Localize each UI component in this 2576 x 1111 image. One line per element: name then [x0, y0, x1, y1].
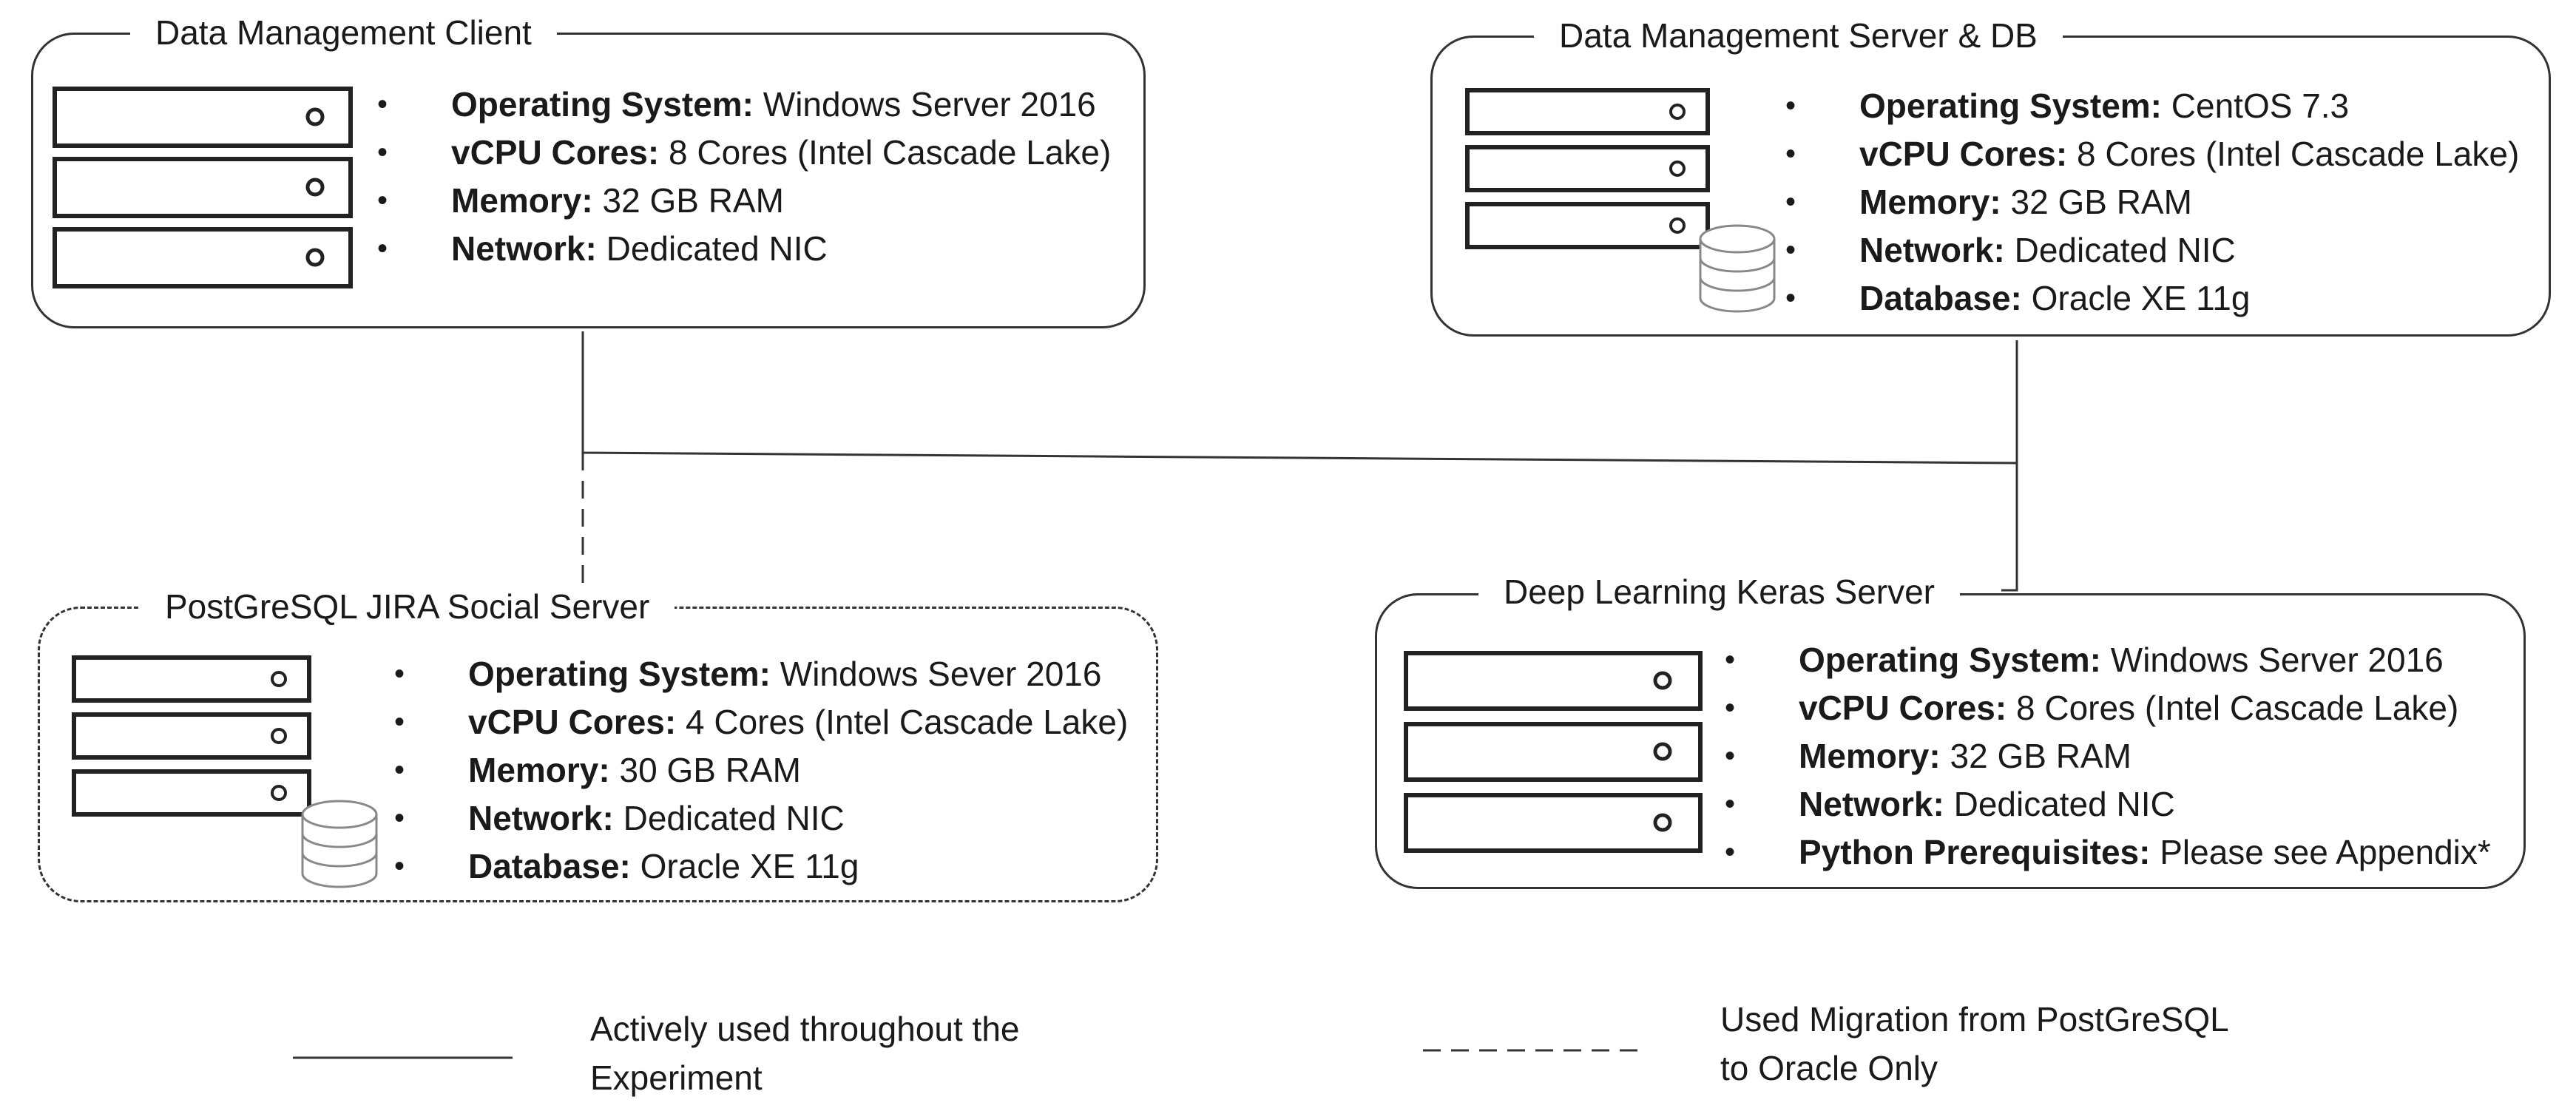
spec-item: vCPU Cores: 8 Cores (Intel Cascade Lake) [1725, 684, 2491, 732]
legend-solid-line2: Experiment [590, 1058, 763, 1097]
spec-key: Network: [1859, 231, 2005, 269]
spec-item: Operating System: Windows Server 2016 [377, 81, 1111, 129]
spec-key: vCPU Cores: [451, 133, 660, 172]
legend-solid-line1: Actively used throughout the [590, 1010, 1020, 1048]
spec-key: Python Prerequisites: [1799, 833, 2151, 871]
spec-item: Memory: 32 GB RAM [1785, 178, 2519, 226]
spec-item: Network: Dedicated NIC [394, 794, 1128, 842]
legend-dashed-line1: Used Migration from PostGreSQL [1720, 1000, 2229, 1039]
spec-item: Memory: 32 GB RAM [377, 177, 1111, 225]
postgresql-jira-server-box: Operating System: Windows Sever 2016 vCP… [38, 607, 1158, 902]
spec-value: 8 Cores (Intel Cascade Lake) [2007, 689, 2459, 727]
server-rack-icon [1404, 651, 1703, 853]
server-rack-icon [1465, 88, 1710, 249]
spec-key: vCPU Cores: [468, 703, 677, 741]
spec-item: Operating System: CentOS 7.3 [1785, 82, 2519, 130]
spec-key: Operating System: [1859, 87, 2162, 125]
spec-key: Network: [468, 799, 614, 837]
legend-solid-label: Actively used throughout the Experiment [590, 1004, 1019, 1102]
spec-value: Windows Server 2016 [754, 85, 1096, 124]
database-cylinder-icon [1699, 224, 1776, 313]
spec-item: Database: Oracle XE 11g [1785, 274, 2519, 323]
spec-key: vCPU Cores: [1799, 689, 2007, 727]
spec-value: 32 GB RAM [2001, 183, 2192, 221]
data-management-server-box: Operating System: CentOS 7.3 vCPU Cores:… [1430, 36, 2551, 337]
server-rack-icon [72, 655, 311, 817]
deep-learning-keras-server-box: Operating System: Windows Server 2016 vC… [1375, 593, 2526, 889]
spec-item: vCPU Cores: 8 Cores (Intel Cascade Lake) [377, 129, 1111, 177]
spec-value: 4 Cores (Intel Cascade Lake) [676, 703, 1129, 741]
spec-item: Memory: 32 GB RAM [1725, 732, 2491, 780]
spec-key: Network: [451, 229, 597, 268]
spec-value: Windows Sever 2016 [771, 655, 1102, 693]
spec-item: Network: Dedicated NIC [1785, 226, 2519, 274]
spec-item: vCPU Cores: 8 Cores (Intel Cascade Lake) [1785, 130, 2519, 178]
spec-item: Operating System: Windows Sever 2016 [394, 650, 1128, 698]
spec-item: Memory: 30 GB RAM [394, 746, 1128, 794]
spec-value: Please see Appendix* [2150, 833, 2491, 871]
spec-value: 30 GB RAM [609, 751, 801, 789]
legend-dashed-line2: to Oracle Only [1720, 1049, 1938, 1087]
spec-item: Network: Dedicated NIC [377, 225, 1111, 273]
spec-item: Operating System: Windows Server 2016 [1725, 636, 2491, 684]
spec-key: Database: [468, 847, 631, 885]
legend-dashed-label: Used Migration from PostGreSQL to Oracle… [1720, 995, 2229, 1093]
spec-value: 32 GB RAM [1940, 737, 2132, 775]
spec-item: vCPU Cores: 4 Cores (Intel Cascade Lake) [394, 698, 1128, 746]
box-title-data-management-client: Data Management Client [130, 12, 557, 53]
spec-list: Operating System: Windows Sever 2016 vCP… [394, 650, 1128, 891]
spec-value: Dedicated NIC [1944, 785, 2175, 823]
spec-value: Dedicated NIC [2004, 231, 2236, 269]
spec-key: Database: [1859, 279, 2022, 317]
spec-list: Operating System: CentOS 7.3 vCPU Cores:… [1785, 82, 2519, 323]
box-title-postgresql-jira-server: PostGreSQL JIRA Social Server [140, 586, 675, 627]
spec-item: Python Prerequisites: Please see Appendi… [1725, 828, 2491, 877]
spec-key: Operating System: [468, 655, 771, 693]
spec-key: Operating System: [1799, 641, 2101, 679]
spec-key: Memory: [1859, 183, 2001, 221]
spec-value: Dedicated NIC [596, 229, 828, 268]
spec-key: Memory: [1799, 737, 1941, 775]
spec-value: CentOS 7.3 [2162, 87, 2350, 125]
spec-value: 32 GB RAM [592, 181, 784, 220]
spec-value: Oracle XE 11g [2021, 279, 2251, 317]
spec-value: 8 Cores (Intel Cascade Lake) [2067, 135, 2520, 173]
spec-value: Windows Server 2016 [2101, 641, 2444, 679]
database-cylinder-icon [301, 800, 378, 888]
spec-key: Network: [1799, 785, 1944, 823]
spec-value: 8 Cores (Intel Cascade Lake) [659, 133, 1112, 172]
server-rack-icon [53, 87, 353, 288]
spec-value: Oracle XE 11g [630, 847, 859, 885]
box-title-deep-learning-keras-server: Deep Learning Keras Server [1478, 571, 1960, 612]
spec-list: Operating System: Windows Server 2016 vC… [1725, 636, 2491, 877]
spec-list: Operating System: Windows Server 2016 vC… [377, 81, 1111, 273]
spec-item: Database: Oracle XE 11g [394, 842, 1128, 891]
box-title-data-management-server: Data Management Server & DB [1534, 15, 2063, 56]
spec-value: Dedicated NIC [613, 799, 845, 837]
spec-key: vCPU Cores: [1859, 135, 2068, 173]
spec-key: Memory: [468, 751, 610, 789]
spec-item: Network: Dedicated NIC [1725, 780, 2491, 828]
data-management-client-box: Operating System: Windows Server 2016 vC… [31, 33, 1146, 328]
spec-key: Operating System: [451, 85, 754, 124]
spec-key: Memory: [451, 181, 593, 220]
